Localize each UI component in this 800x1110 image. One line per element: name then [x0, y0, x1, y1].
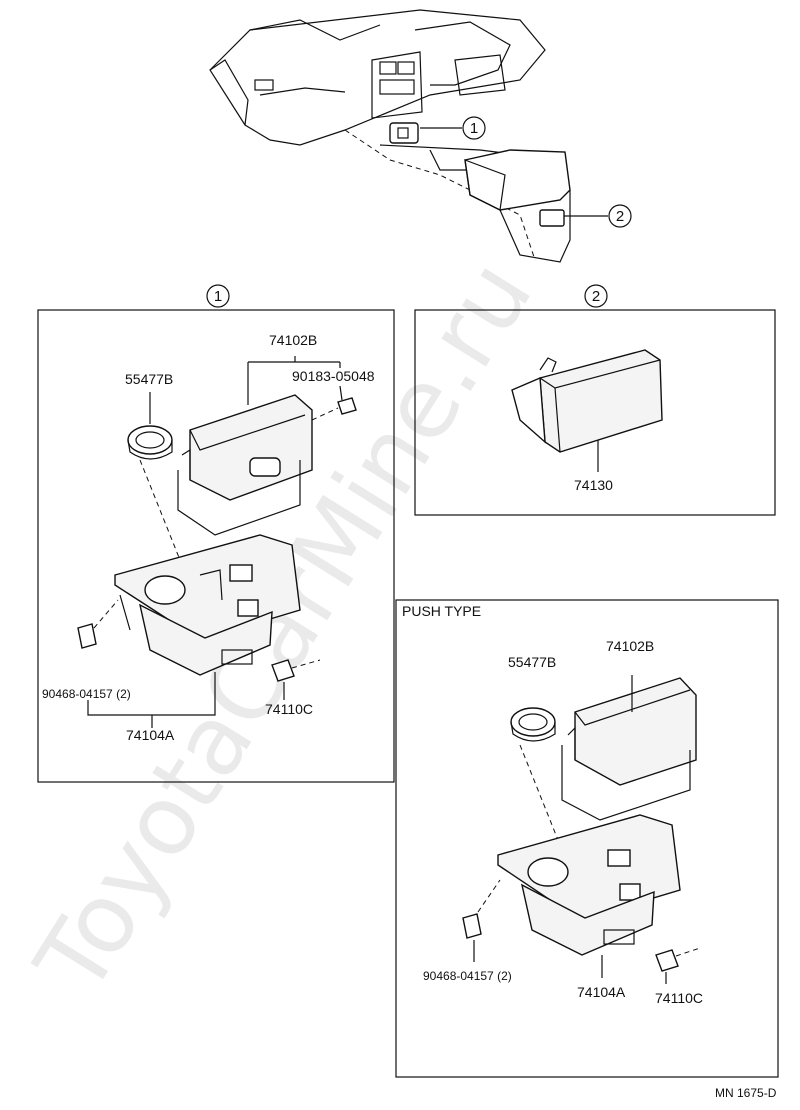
- part-90183-05048-label: 90183-05048: [292, 368, 375, 384]
- callout-2-label: 2: [616, 208, 624, 225]
- push-part-74110c-label: 74110C: [655, 990, 703, 1006]
- part-74110c-label: 74110C: [265, 701, 313, 717]
- part-90468-04157-label: 90468-04157 (2): [42, 687, 131, 701]
- push-part-74102b-label: 74102B: [606, 638, 654, 654]
- panel-3-parts-illustration: [462, 675, 701, 984]
- panel-push-type-frame: [395, 599, 779, 1078]
- callout-1-overview: 1: [462, 116, 486, 140]
- push-type-title: PUSH TYPE: [402, 603, 481, 619]
- part-74102b-label: 74102B: [269, 332, 317, 348]
- push-part-55477b-label: 55477B: [508, 654, 556, 670]
- callout-2-panel-label: 2: [592, 288, 600, 305]
- diagram-code: MN 1675-D: [715, 1086, 777, 1100]
- panel-2-parts-illustration: [511, 349, 663, 472]
- callout-2-panel: 2: [584, 284, 608, 308]
- panel-1-parts-illustration: [77, 394, 357, 682]
- part-74130-label: 74130: [574, 477, 613, 493]
- dashboard-overview-illustration: [209, 9, 608, 263]
- callout-1-panel-label: 1: [214, 288, 222, 305]
- panel-1-frame: [37, 309, 395, 783]
- callout-1-label: 1: [470, 120, 478, 137]
- part-55477b-label: 55477B: [125, 371, 173, 387]
- panel-2-frame: [414, 309, 776, 516]
- panel-1-leader-lines: [87, 356, 343, 728]
- callout-1-panel: 1: [206, 284, 230, 308]
- part-74104a-label: 74104A: [126, 727, 175, 743]
- callout-2-overview: 2: [608, 204, 632, 228]
- push-part-74104a-label: 74104A: [577, 984, 626, 1000]
- push-part-90468-04157-label: 90468-04157 (2): [423, 969, 512, 983]
